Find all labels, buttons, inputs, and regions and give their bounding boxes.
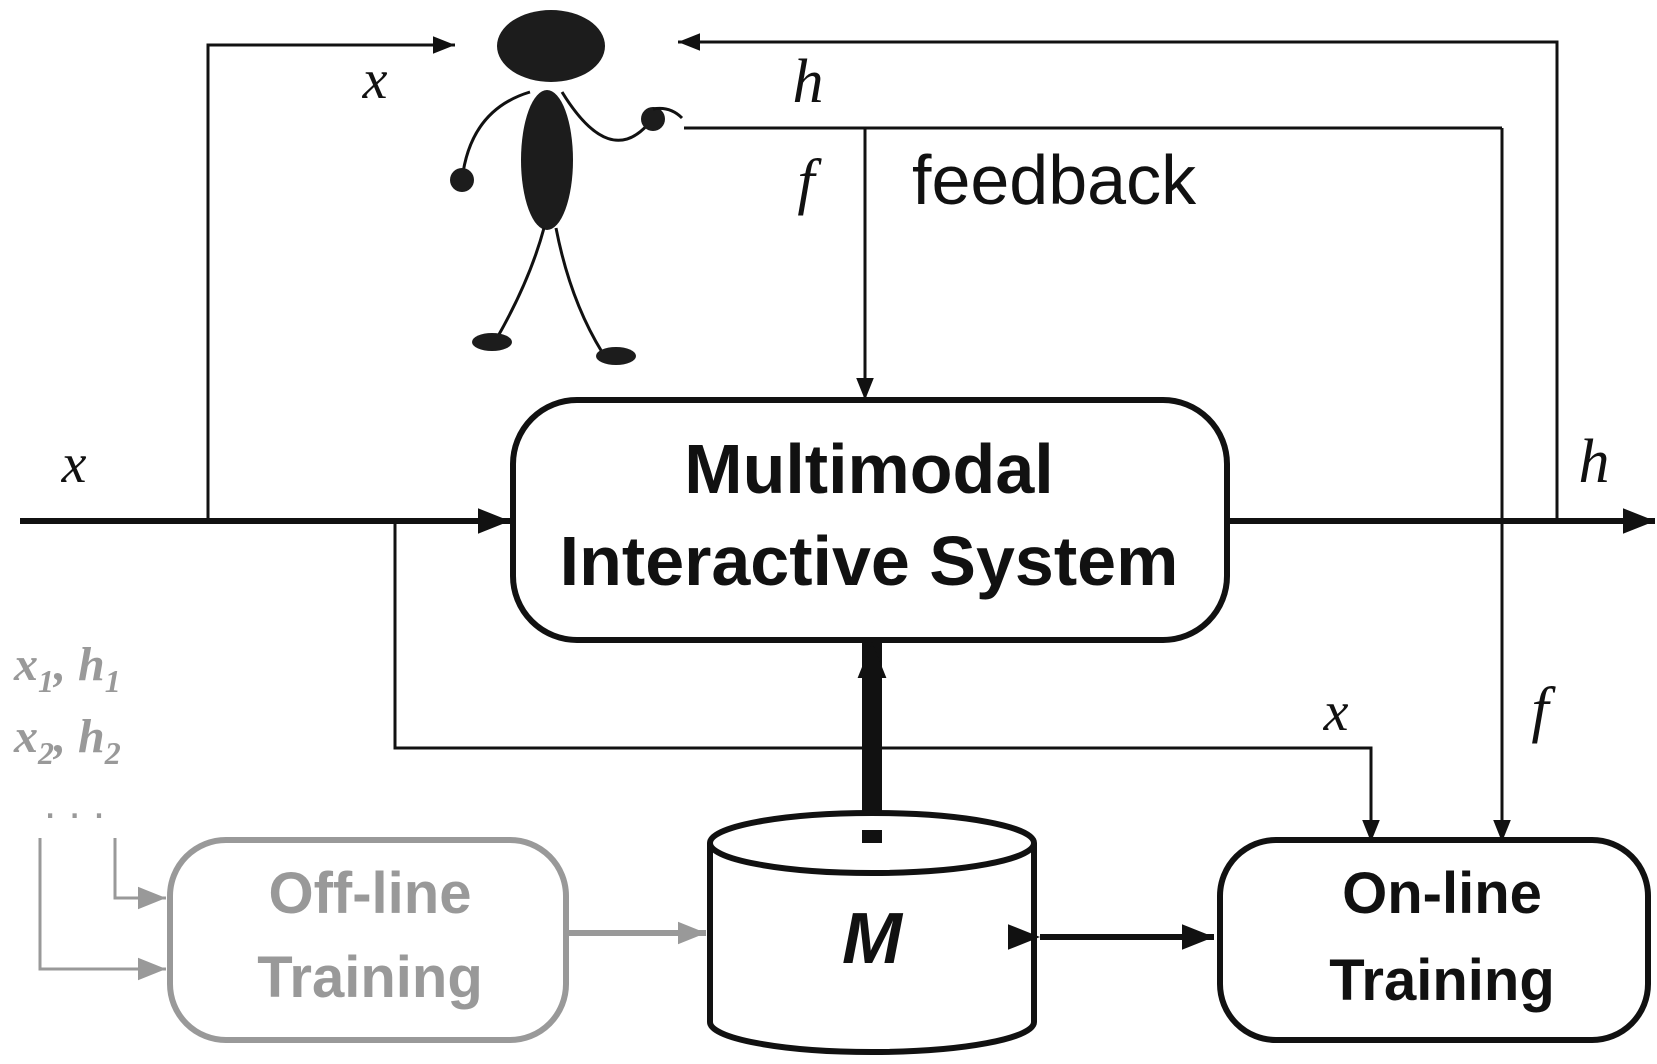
offline-title-line1: Off-line [269,861,472,926]
sample-ellipsis: . . . [44,779,105,828]
system-title-line1: Multimodal [684,430,1053,508]
label-x-user: x [362,49,388,111]
samples-feed-arrow-1 [113,838,166,910]
online-training-box: On-line Training [1217,837,1651,1043]
label-h-user: h [793,48,824,116]
label-f-user: f [797,148,822,216]
model-cylinder: M [707,810,1037,1055]
sample-pair-2: x2, h2 [13,710,121,771]
training-samples: x1, h1 x2, h2 . . . [13,638,121,828]
offline-training-box: Off-line Training [167,837,569,1043]
label-f-online: f [1531,676,1556,744]
multimodal-interactive-system-box: Multimodal Interactive System [510,397,1230,643]
system-title-line2: Interactive System [560,522,1179,600]
x-to-online-arrow [393,521,1380,842]
x-to-user-arrow [206,36,455,521]
online-title-line2: Training [1329,948,1555,1013]
label-feedback: feedback [912,141,1197,219]
online-title-line1: On-line [1342,861,1542,926]
label-x-input: x [61,433,87,495]
sample-pair-1: x1, h1 [13,638,121,699]
stick-figure-user-icon [450,10,684,365]
label-h-output: h [1579,428,1610,496]
samples-feed-arrow-2 [38,838,166,981]
label-x-online: x [1323,681,1349,743]
model-label: M [842,899,904,979]
h-to-user-arrow [678,33,1559,521]
offline-title-line2: Training [257,945,483,1010]
